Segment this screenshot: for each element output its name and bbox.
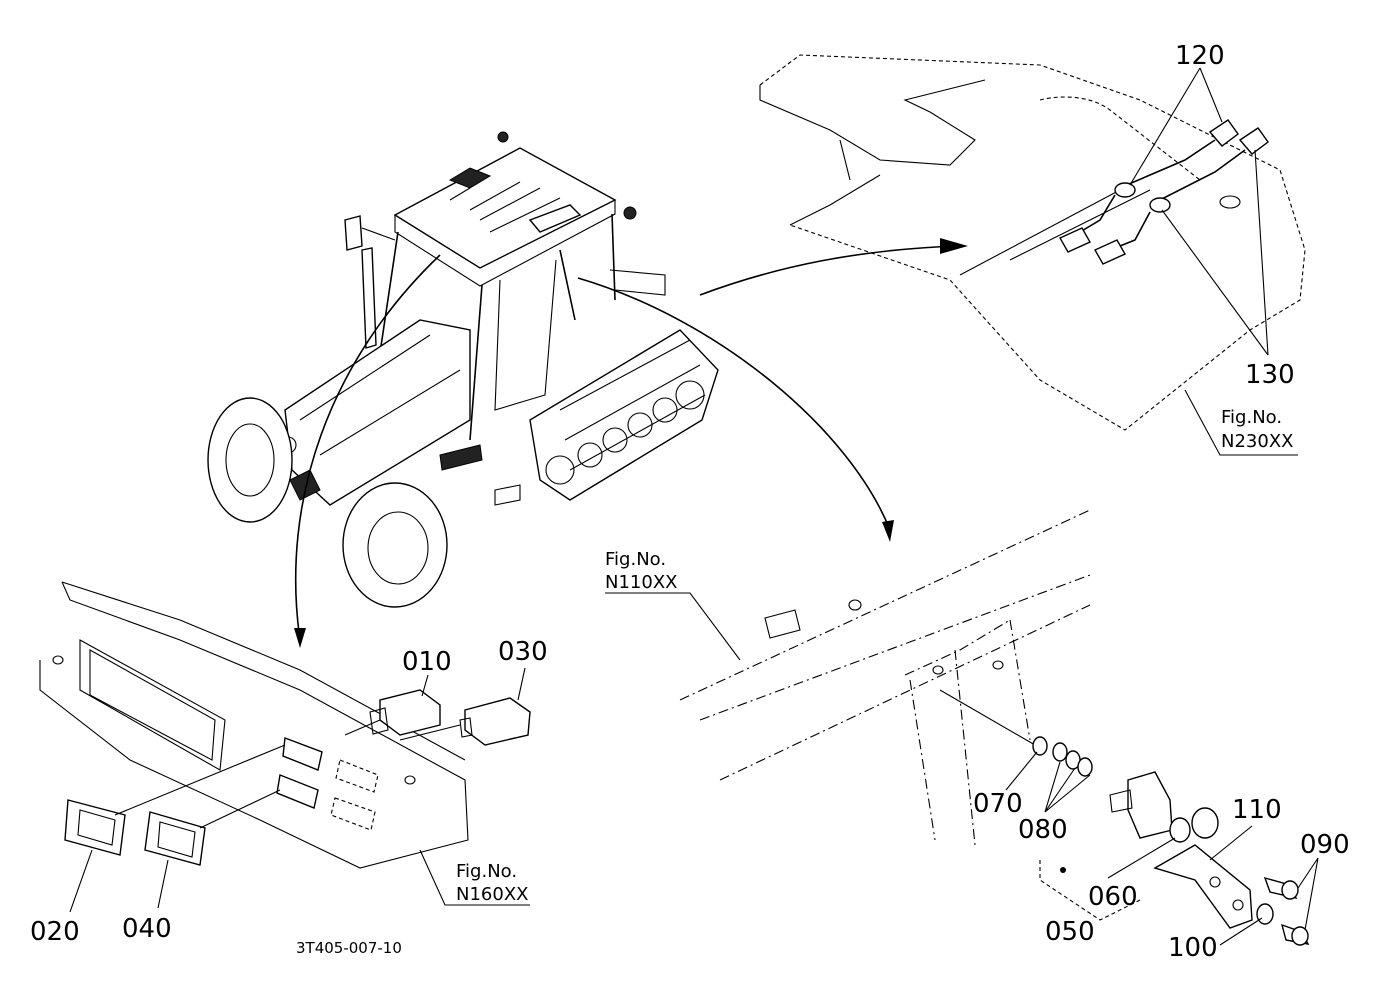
- dash-panel-illustration: [39, 581, 531, 869]
- callout-120: 120: [1175, 41, 1225, 71]
- callout-130: 130: [1245, 360, 1295, 390]
- callout-leaders: [69, 67, 1319, 946]
- figure-references: Fig.No. N160XX Fig.No. N110XX Fig.No. N2…: [456, 407, 1293, 905]
- frame-bracket-illustration: [679, 509, 1310, 946]
- fig-ref-n160-label: Fig.No.: [456, 861, 517, 882]
- fig-ref-n230-label: Fig.No.: [1221, 407, 1282, 428]
- callout-labels: 010 030 020 040 050 060 070 080 090 100 …: [30, 41, 1350, 963]
- callout-020: 020: [30, 917, 80, 947]
- roof-panel-illustration: [759, 54, 1306, 431]
- callout-110: 110: [1232, 795, 1282, 825]
- fig-ref-n110-label: Fig.No.: [605, 549, 666, 570]
- callout-090: 090: [1300, 830, 1350, 860]
- callout-080: 080: [1018, 815, 1068, 845]
- fig-ref-n230-number: N230XX: [1221, 431, 1293, 452]
- fig-ref-n160-number: N160XX: [456, 884, 528, 905]
- callout-050: 050: [1045, 917, 1095, 947]
- callout-070: 070: [973, 789, 1023, 819]
- callout-040: 040: [122, 914, 172, 944]
- callout-060: 060: [1088, 882, 1138, 912]
- tractor-illustration: [207, 131, 719, 608]
- fig-ref-n110-number: N110XX: [605, 572, 677, 593]
- diagram-code: 3T405-007-10: [296, 939, 402, 957]
- callout-010: 010: [402, 647, 452, 677]
- reference-arrows: [294, 238, 968, 648]
- callout-030: 030: [498, 637, 548, 667]
- callout-100: 100: [1168, 933, 1218, 963]
